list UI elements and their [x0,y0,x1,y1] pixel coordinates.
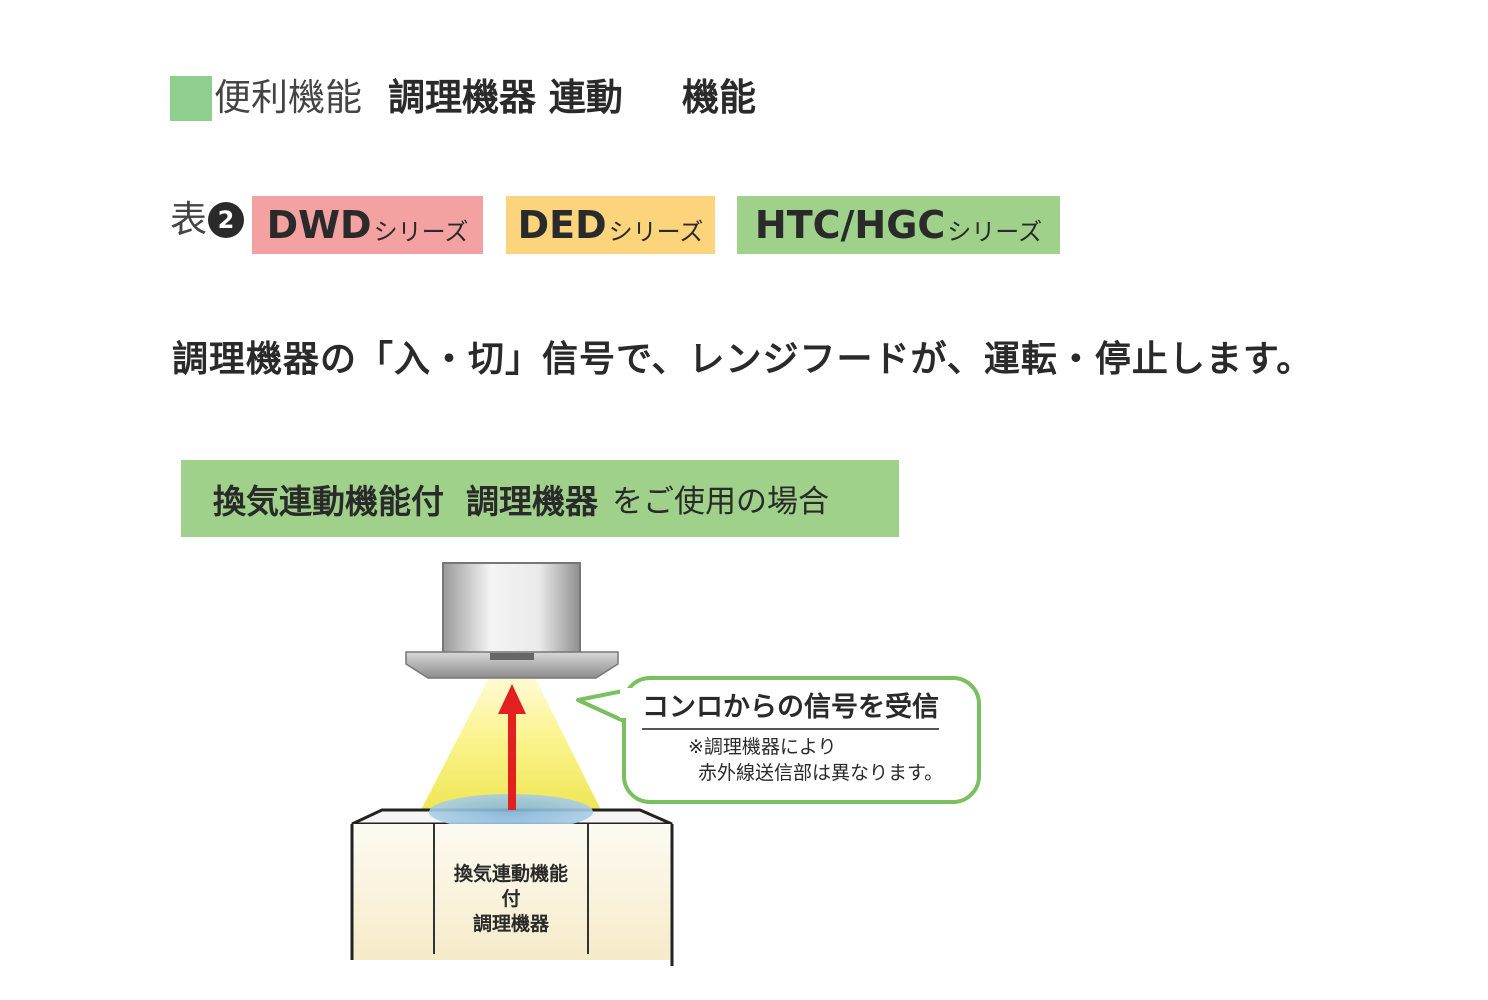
stove-label-line: 付 [501,888,521,910]
series-name: HTC/HGC [754,203,946,247]
header-title: 調理機器 連動 [388,76,623,119]
series-badge-htc-hgc: HTC/HGC シリーズ [737,196,1060,254]
case-banner: 換気連動機能付 調理機器 をご使用の場合 [181,460,899,537]
hood-sensor [490,653,534,660]
callout-title: コンロからの信号を受信 [642,690,939,730]
series-name: DED [517,203,607,247]
series-suffix: シリーズ [947,217,1043,246]
header-title-suffix: 機能 [682,76,756,119]
burner-glow [429,794,593,830]
series-badge-dwd: DWD シリーズ [252,196,483,254]
series-badge-ded: DED シリーズ [506,196,715,254]
table-number-badge: 2 [208,202,244,238]
stove-label-line: 換気連動機能 [453,863,568,885]
case-banner-rest: をご使用の場合 [612,484,829,520]
header-prefix: 便利機能 [214,76,362,119]
callout-note: ※調理機器により [688,736,837,758]
series-name: DWD [266,203,372,247]
stove-label-line: 調理機器 [472,913,549,935]
table-label: 表 [170,198,207,241]
series-suffix: シリーズ [373,217,469,246]
signal-arrow-head [498,684,526,714]
hood-base [405,651,619,679]
callout-note: 赤外線送信部は異なります。 [698,762,944,784]
header-accent-square [170,76,212,121]
case-banner-strong-2: 調理機器 [466,481,598,521]
case-banner-strong: 換気連動機能付 [213,481,444,521]
stove-body [352,824,672,960]
series-suffix: シリーズ [608,217,704,246]
callout-pointer-mask [620,688,632,718]
stove-label: 換気連動機能 付 調理機器 [436,862,586,937]
hood-body [442,562,581,656]
feature-description: 調理機器の「入・切」信号で、レンジフードが、運転・停止します。 [172,339,1314,380]
callout-bubble [622,676,981,804]
